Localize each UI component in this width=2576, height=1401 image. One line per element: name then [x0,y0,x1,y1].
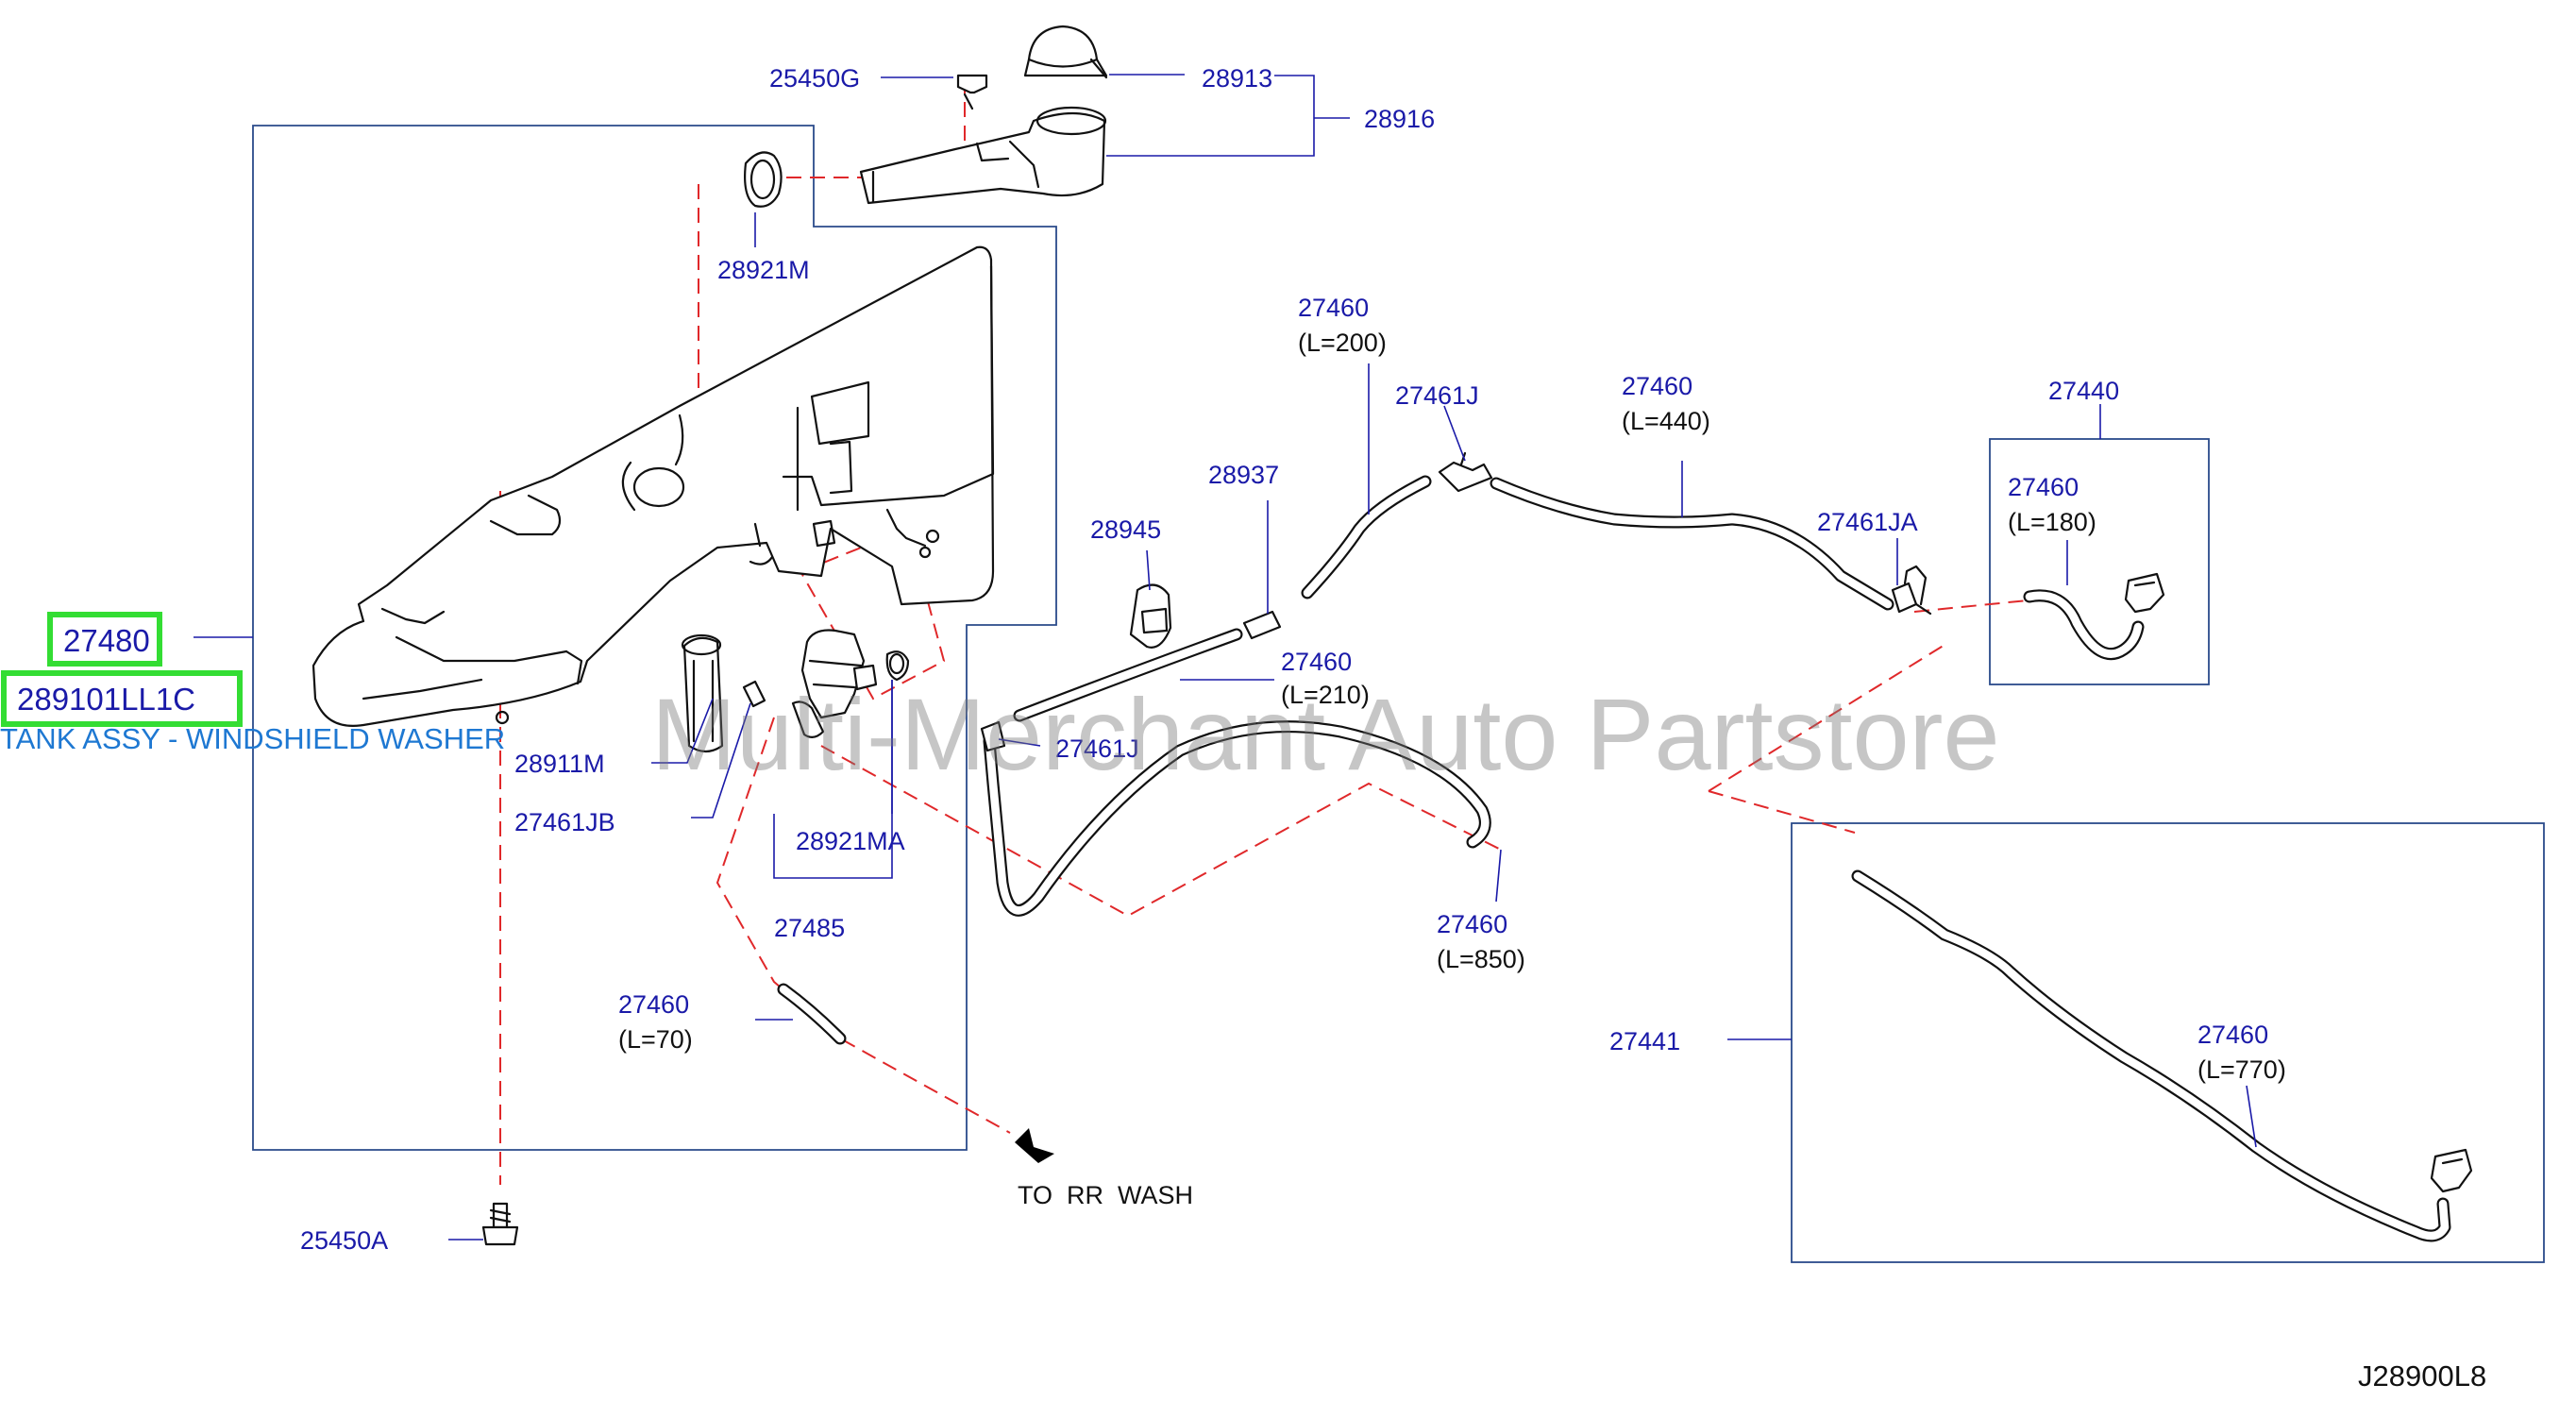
hoses [777,475,2451,1242]
callout-28921MA[interactable]: 28921MA [796,827,905,855]
nozzle-27441 [2430,1148,2473,1193]
callout-27440[interactable]: 27440 [2048,377,2119,405]
highlight-box-part-number [1,670,243,727]
diagram-code: J28900L8 [2358,1359,2486,1393]
filler-neck-28916 [859,111,1106,205]
clip-25450G [956,74,988,94]
callout-27460-L770[interactable]: 27460 [2197,1021,2268,1049]
check-valve-27461JA [1891,582,1918,614]
bolt-25450A [481,1202,519,1246]
washer-tank [311,245,995,727]
callout-27480[interactable]: 27480 [63,623,150,658]
hose-27460-L770 [1851,869,2451,1242]
pump-27485 [800,629,866,719]
callout-labels: 25450G 28913 28916 28921M 28911M 27461JB… [300,64,2286,1255]
hose-27460-L200 [1301,475,1432,599]
note-to-rear-wash: TO RR WASH [1018,1181,1193,1209]
dimension-L850: (L=850) [1437,945,1525,973]
hose-27460-L70 [777,983,847,1045]
callout-27460-L180[interactable]: 27460 [2008,473,2079,501]
callout-25450A[interactable]: 25450A [300,1226,388,1255]
connector-27461J-top [1438,461,1493,493]
callout-28945[interactable]: 28945 [1090,515,1161,544]
callout-27461JB[interactable]: 27461JB [514,808,615,836]
callout-27460-L70[interactable]: 27460 [618,990,689,1019]
dimension-L770: (L=770) [2197,1055,2286,1084]
pump-assembly [681,629,910,753]
box-27441 [1791,822,2545,1263]
callout-27461J-top[interactable]: 27461J [1395,381,1479,410]
leader-lines [194,74,2257,1241]
highlighted-part[interactable]: 27480 289101LL1C TANK ASSY - WINDSHIELD … [0,612,505,755]
callout-28913[interactable]: 28913 [1202,64,1272,93]
watermark: Multi-Merchant Auto Partstore [651,677,2000,791]
small-parts [980,451,2473,1193]
part-number-289101LL1C[interactable]: 289101LL1C [17,682,195,717]
dimension-L210: (L=210) [1281,681,1370,709]
clip-28945 [1129,583,1172,649]
callout-28921M[interactable]: 28921M [717,256,810,284]
callout-27441[interactable]: 27441 [1609,1027,1680,1055]
nozzle-27440 [2124,572,2165,614]
callout-27461J-mid[interactable]: 27461J [1055,734,1139,763]
dimension-L200: (L=200) [1298,329,1387,357]
hose-27460-L180 [2023,589,2145,660]
tank-body [311,245,995,727]
joint-28937 [1242,610,1282,640]
callout-27461JA[interactable]: 27461JA [1817,508,1918,536]
dimension-L440: (L=440) [1622,407,1710,435]
connector-27461J-mid [980,720,1006,752]
callout-28916[interactable]: 28916 [1364,105,1435,133]
dimension-L70: (L=70) [618,1025,693,1054]
hose-27460-L210 [1013,628,1243,722]
callout-27460-L210[interactable]: 27460 [1281,648,1352,676]
tank-assembly-frame [252,125,1057,1151]
filler-neck-assembly [744,25,1108,208]
callout-28911M[interactable]: 28911M [514,750,605,778]
highlight-box-ref [47,612,162,667]
callout-28937[interactable]: 28937 [1208,461,1279,489]
callout-27460-L850[interactable]: 27460 [1437,910,1507,938]
dimension-L180: (L=180) [2008,508,2096,536]
box-27440 [1989,438,2210,685]
hose-27460-L850 [983,720,1491,917]
callout-25450G[interactable]: 25450G [769,64,860,93]
frames [252,125,2545,1263]
filler-cap-28913 [1023,25,1108,77]
connector-27461JB [742,680,766,708]
callout-27460-L440[interactable]: 27460 [1622,372,1692,400]
callout-27485[interactable]: 27485 [774,914,845,942]
hose-27460-L440 [1490,477,1894,611]
part-description: TANK ASSY - WINDSHIELD WASHER [0,722,505,755]
callout-27460-L200[interactable]: 27460 [1298,294,1369,322]
rear-wash-arrow-icon [1015,1128,1054,1163]
